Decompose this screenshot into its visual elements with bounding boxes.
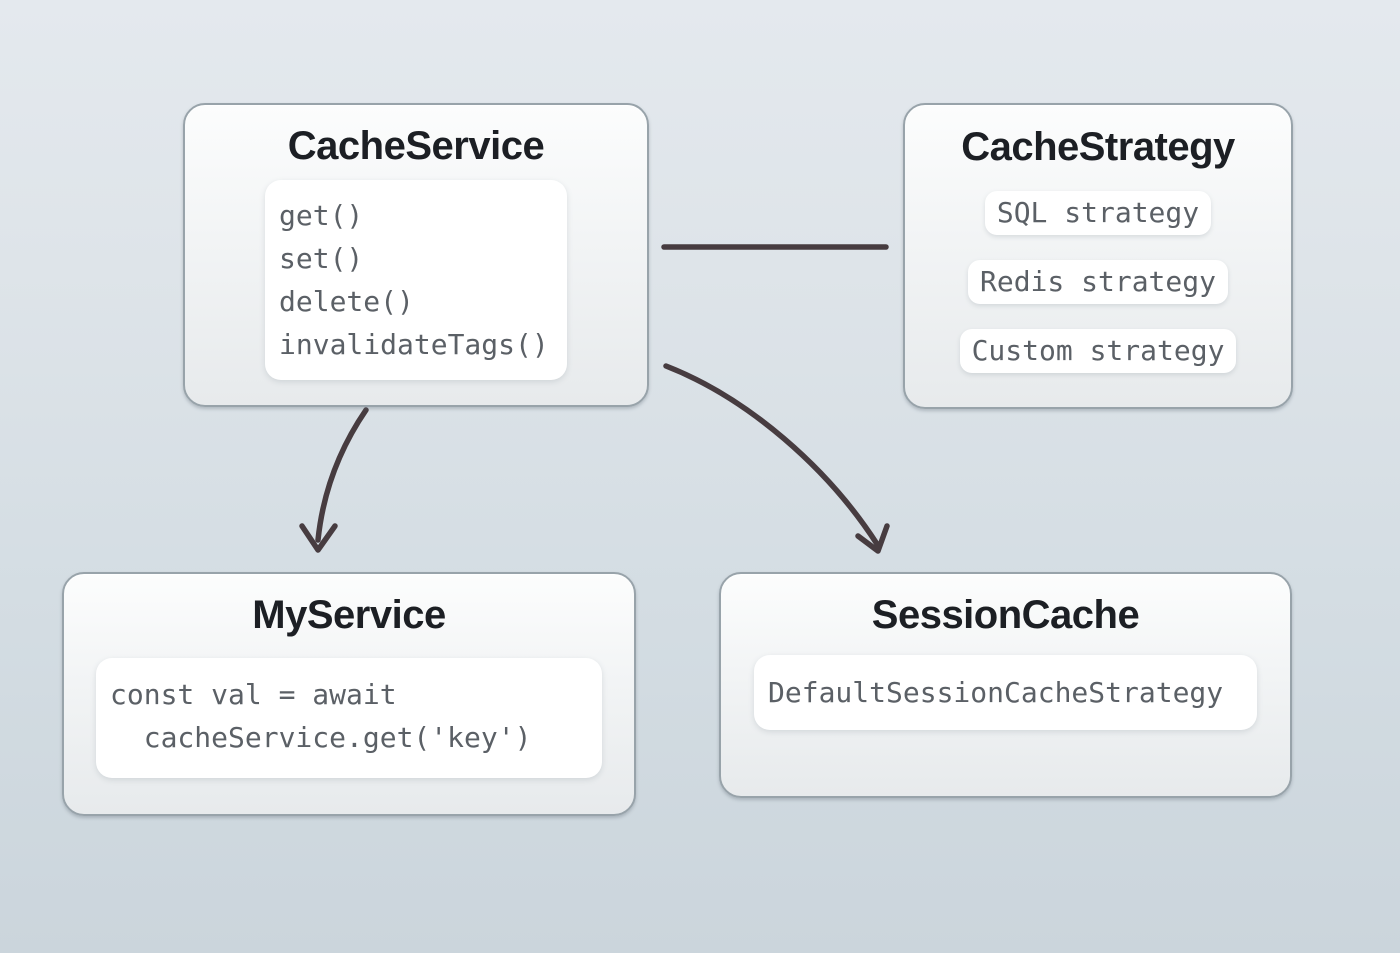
strategy-pill-list: SQL strategy Redis strategy Custom strat… [905, 191, 1291, 373]
session-cache-code-block: DefaultSessionCacheStrategy [754, 655, 1257, 730]
cache-service-methods-block: get() set() delete() invalidateTags() [265, 180, 567, 380]
node-cache-strategy: CacheStrategy SQL strategy Redis strateg… [903, 103, 1293, 409]
method-set: set() [279, 242, 364, 275]
node-cache-service-title: CacheService [287, 124, 545, 168]
node-my-service: MyService const val = await cacheService… [62, 572, 636, 816]
my-service-code-block: const val = await cacheService.get('key'… [96, 658, 602, 778]
code-line: const val = await [110, 678, 397, 711]
strategy-pill-custom: Custom strategy [959, 329, 1237, 373]
method-get: get() [279, 199, 364, 232]
node-session-cache-title: SessionCache [871, 593, 1140, 637]
method-delete: delete() [279, 285, 414, 318]
code-line: cacheService.get('key') [110, 721, 532, 754]
node-session-cache: SessionCache DefaultSessionCacheStrategy [719, 572, 1292, 798]
node-cache-service: CacheService get() set() delete() invali… [183, 103, 649, 407]
strategy-pill-redis: Redis strategy [967, 260, 1228, 304]
edge-cacheservice-myservice-curve [315, 407, 369, 543]
strategy-pill-row: Custom strategy [905, 329, 1291, 373]
edge-cacheservice-sessioncache-curve [663, 363, 880, 547]
arrowhead-sessioncache-icon [855, 523, 890, 554]
node-cache-strategy-title: CacheStrategy [961, 125, 1235, 169]
arrowhead-myservice-icon [299, 523, 338, 553]
strategy-pill-row: Redis strategy [905, 260, 1291, 304]
node-my-service-title: MyService [252, 593, 446, 637]
strategy-pill-sql: SQL strategy [984, 191, 1212, 235]
code-line: DefaultSessionCacheStrategy [768, 676, 1224, 709]
method-invalidate-tags: invalidateTags() [279, 328, 549, 361]
strategy-pill-row: SQL strategy [905, 191, 1291, 235]
